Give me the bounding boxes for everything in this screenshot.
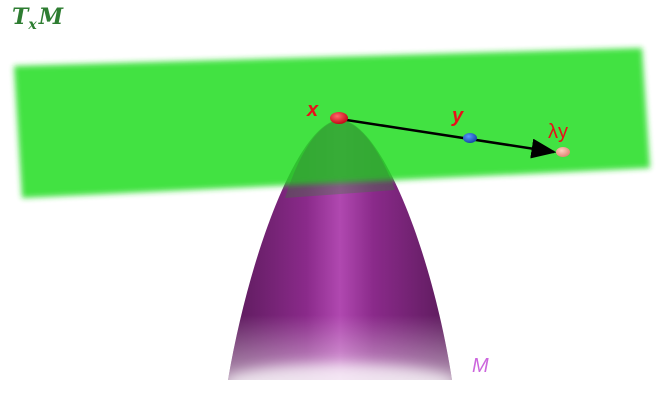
- tangent-plane: [14, 48, 650, 198]
- point-y-label: y: [451, 105, 464, 127]
- point-lambda-y-marker: [556, 147, 570, 157]
- point-y-marker: [463, 133, 477, 143]
- point-x-label: x: [306, 99, 319, 121]
- vector-arrow: [339, 117, 557, 159]
- point-x-marker: [330, 112, 348, 124]
- manifold-surface: [224, 120, 456, 400]
- title-subscript: x: [27, 17, 37, 33]
- manifold-label: M: [472, 355, 489, 377]
- title-main: T: [12, 4, 30, 30]
- title-suffix: M: [38, 4, 64, 30]
- svg-text:TxM: TxM: [12, 4, 64, 33]
- point-lambda-y-label: λy: [548, 121, 568, 143]
- tangent-space-title: TxM: [12, 4, 64, 33]
- manifold-cap-through-plane: [285, 120, 395, 198]
